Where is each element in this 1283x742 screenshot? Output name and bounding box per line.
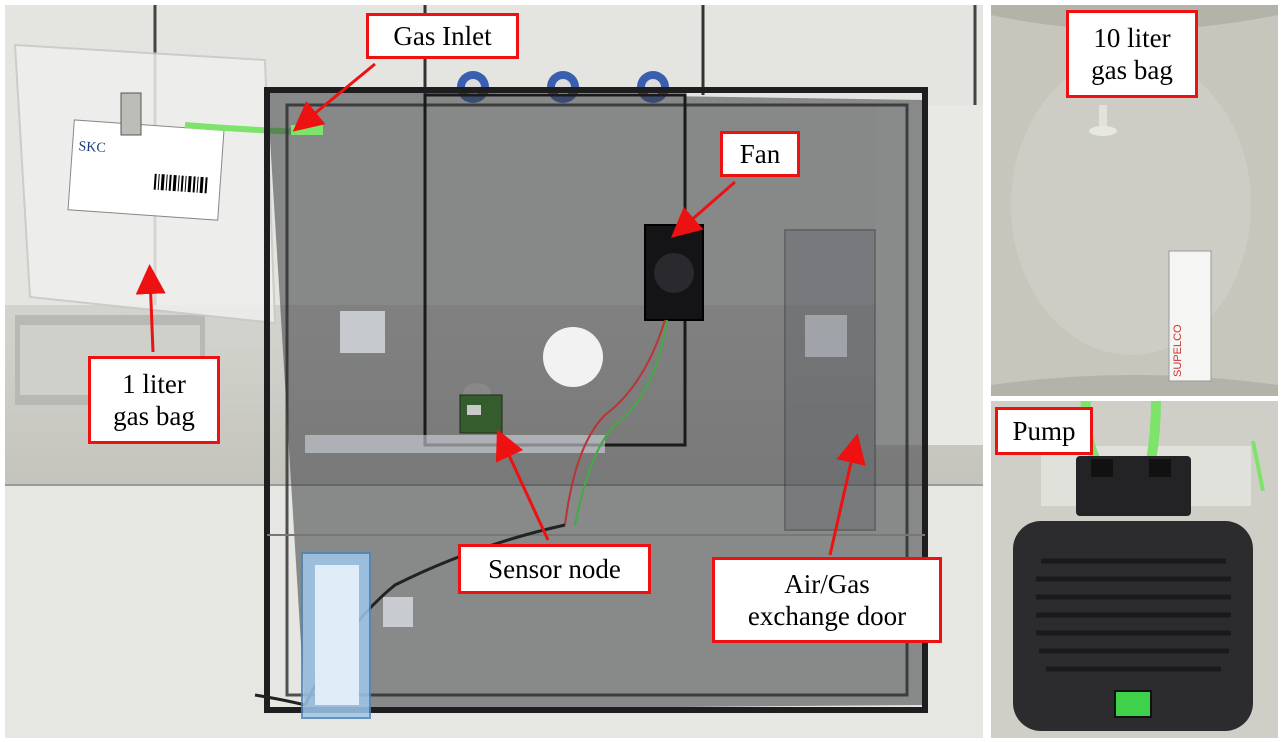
ten-liter-bag-label: 10 liter gas bag — [1066, 10, 1198, 98]
chamber-photo: SKC — [5, 5, 983, 738]
one-liter-bag-label: 1 liter gas bag — [88, 356, 220, 444]
pump-label: Pump — [995, 407, 1093, 455]
chamber-scene: SKC — [5, 5, 983, 738]
pump-photo — [991, 401, 1278, 738]
pump-scene — [991, 401, 1278, 738]
fan-label: Fan — [720, 131, 800, 177]
gas-inlet-label: Gas Inlet — [366, 13, 519, 59]
skc-logo-text: SKC — [78, 139, 106, 156]
supelco-logo-text: SUPELCO — [1172, 324, 1184, 377]
sensor-node-label: Sensor node — [458, 544, 651, 594]
exchange-door-label: Air/Gas exchange door — [712, 557, 942, 643]
